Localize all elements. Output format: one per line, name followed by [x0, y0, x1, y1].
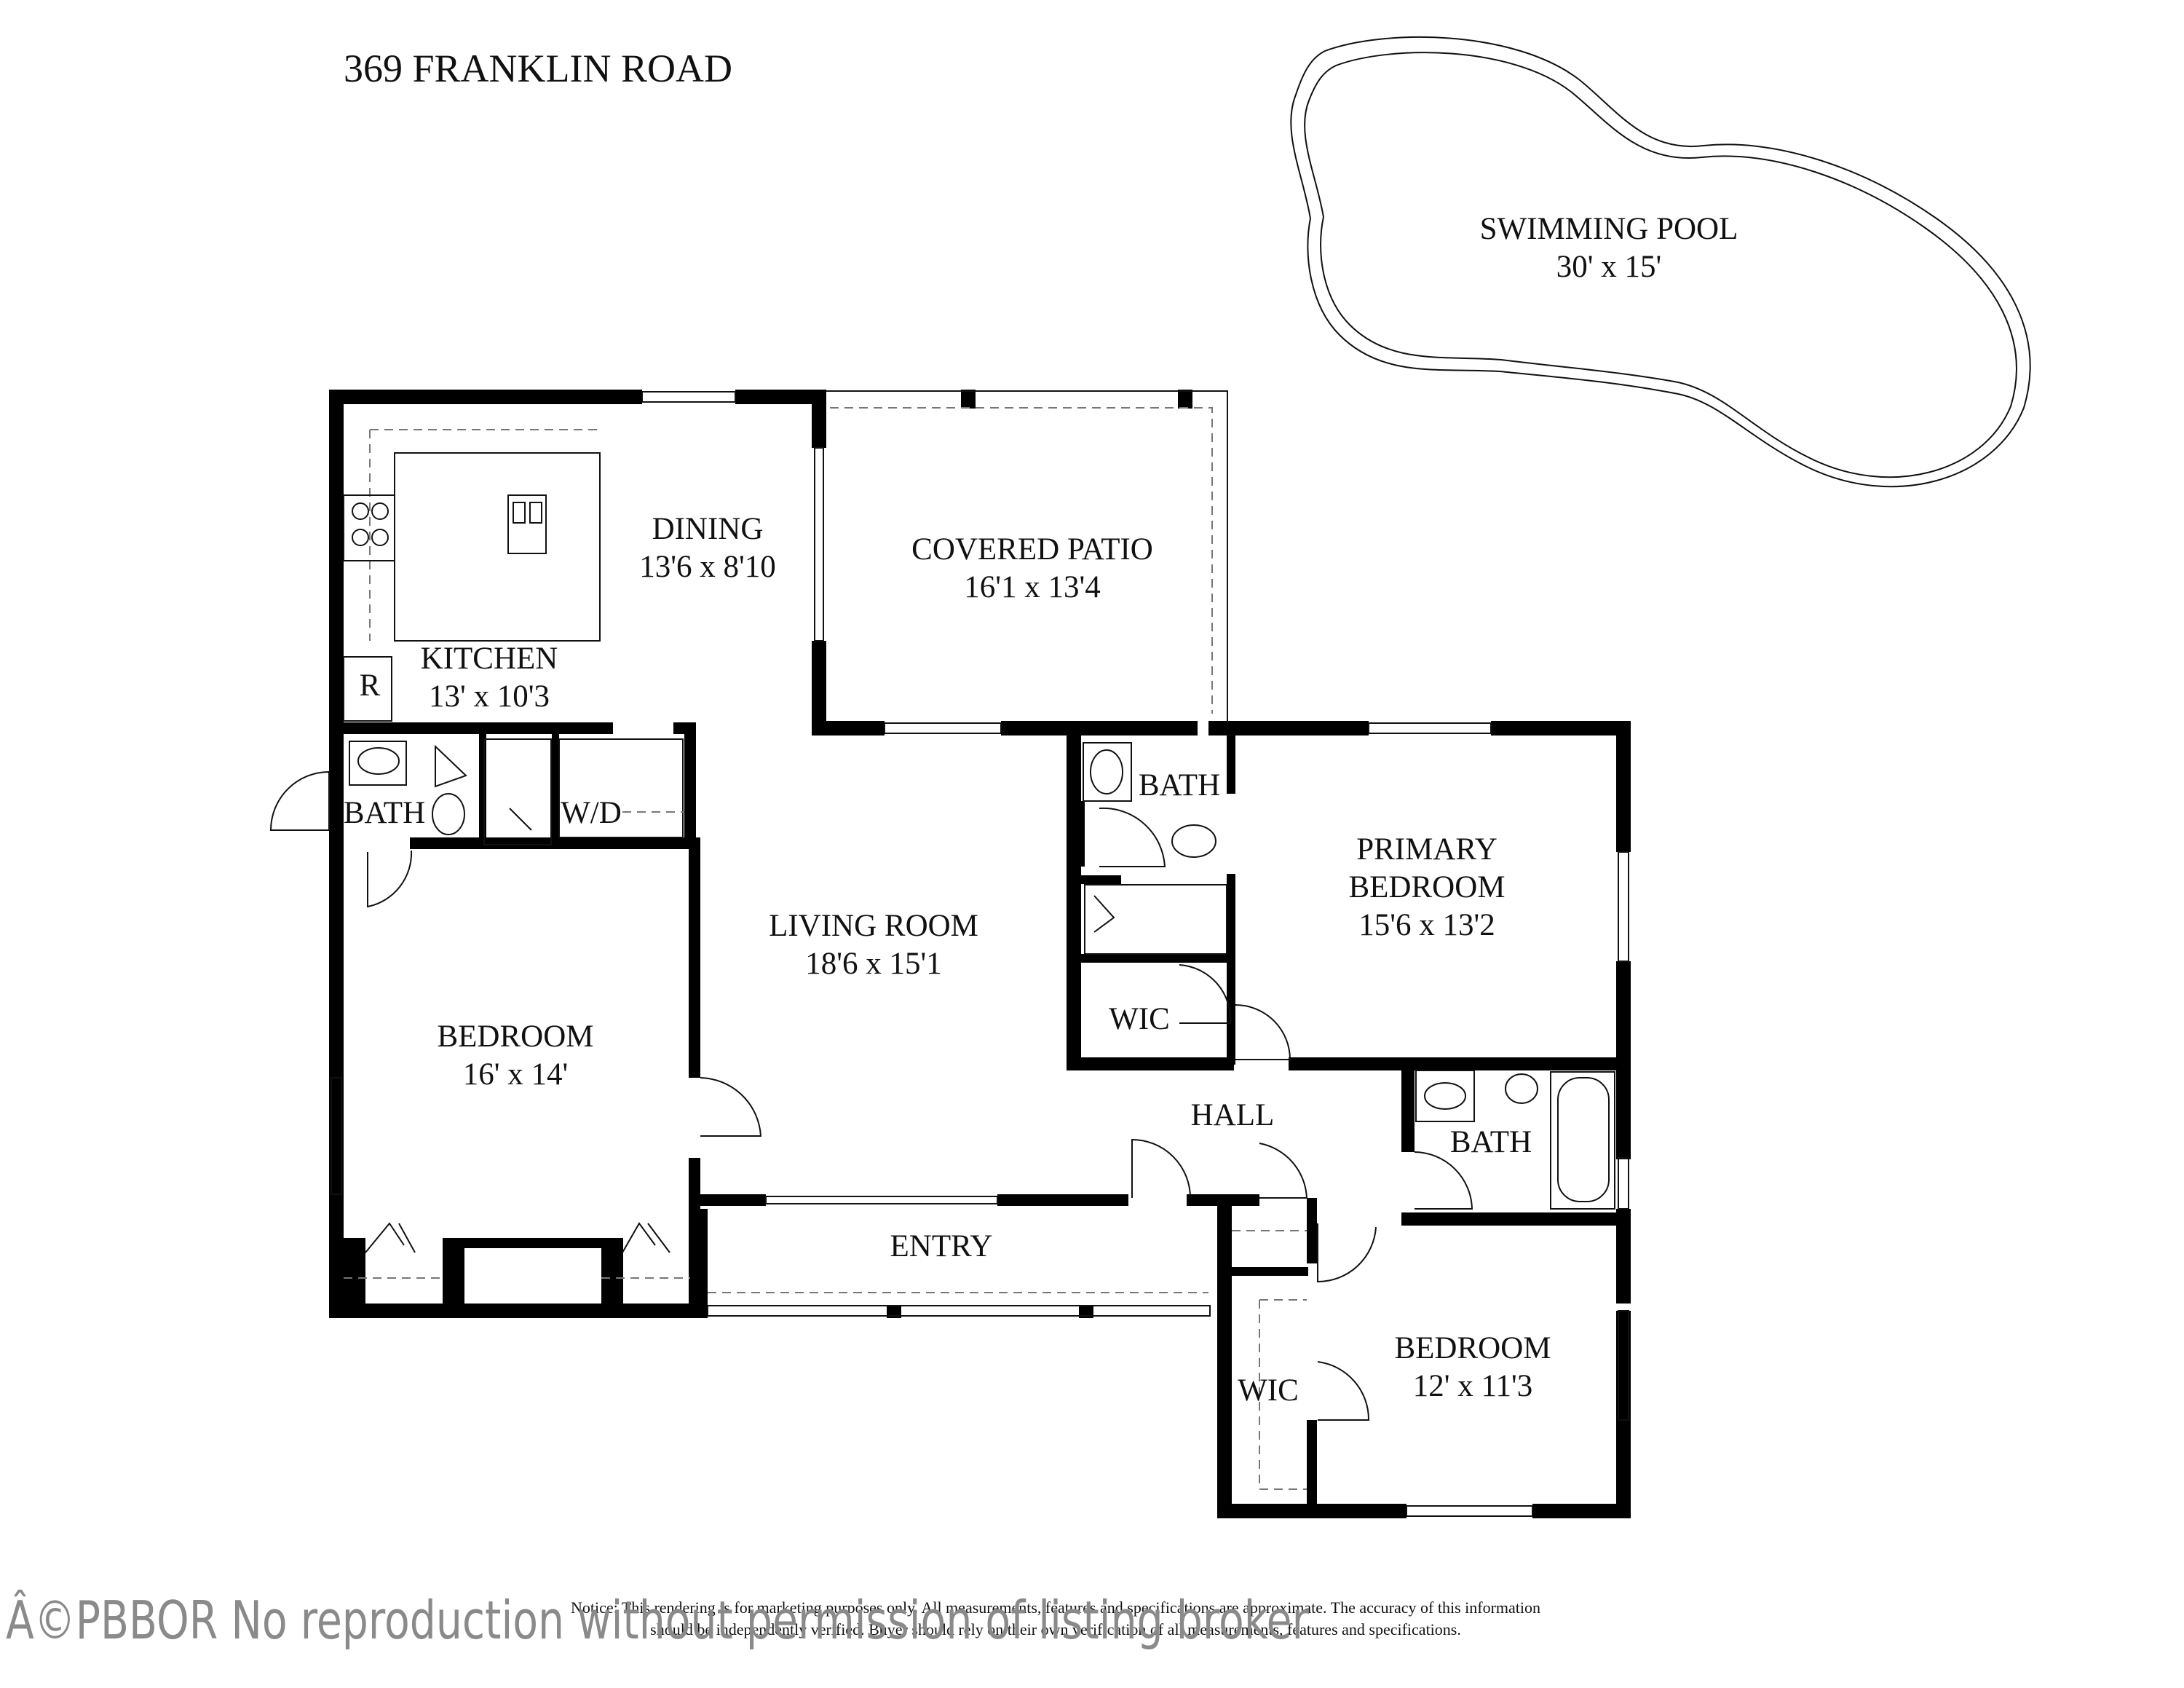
bath-west-label: BATH	[344, 796, 425, 830]
swimming-pool: SWIMMING POOL 30' x 15'	[1290, 36, 2031, 488]
watermark: Â©PBBOR No reproduction without permissi…	[6, 1590, 1309, 1651]
wic-south-label: WIC	[1238, 1373, 1299, 1408]
hall-label: HALL	[1191, 1098, 1275, 1132]
dining-size: 13'6 x 8'10	[639, 550, 776, 584]
notice-line1: Notice: This rendering is for marketing …	[571, 1598, 1540, 1617]
walls	[329, 390, 1631, 1518]
laundry-label: W/D	[561, 796, 622, 830]
bedroom-south-size: 12' x 11'3	[1413, 1369, 1532, 1403]
plan-title: 369 FRANKLIN ROAD	[344, 47, 732, 90]
entry-label: ENTRY	[890, 1229, 993, 1263]
pool-size: 30' x 15'	[1556, 250, 1662, 284]
refrigerator-label: R	[360, 669, 381, 703]
pool-label: SWIMMING POOL	[1480, 212, 1738, 246]
bedroom-west-size: 16' x 14'	[463, 1057, 569, 1092]
notice-line2: should be independently verified. Buyer …	[650, 1620, 1461, 1638]
dining-label: DINING	[652, 512, 764, 546]
living-room-label: LIVING ROOM	[769, 909, 978, 943]
primary-bedroom-size: 15'6 x 13'2	[1358, 908, 1495, 942]
kitchen-label: KITCHEN	[421, 642, 558, 676]
room-labels: DINING 13'6 x 8'10 COVERED PATIO 16'1 x …	[344, 512, 1551, 1408]
bath-east-label: BATH	[1450, 1125, 1532, 1159]
bedroom-west-label: BEDROOM	[437, 1019, 593, 1054]
primary-bedroom-label-line1: PRIMARY	[1356, 832, 1497, 867]
kitchen-size: 13' x 10'3	[429, 679, 550, 714]
covered-patio-label: COVERED PATIO	[911, 532, 1153, 567]
living-room-size: 18'6 x 15'1	[805, 947, 942, 981]
fixtures-and-openings: R	[269, 390, 1629, 1517]
covered-patio-size: 16'1 x 13'4	[964, 570, 1101, 604]
bath-primary-label: BATH	[1139, 768, 1220, 802]
wic-primary-label: WIC	[1109, 1002, 1170, 1036]
bedroom-south-label: BEDROOM	[1394, 1331, 1551, 1365]
primary-bedroom-label-line2: BEDROOM	[1348, 870, 1505, 904]
